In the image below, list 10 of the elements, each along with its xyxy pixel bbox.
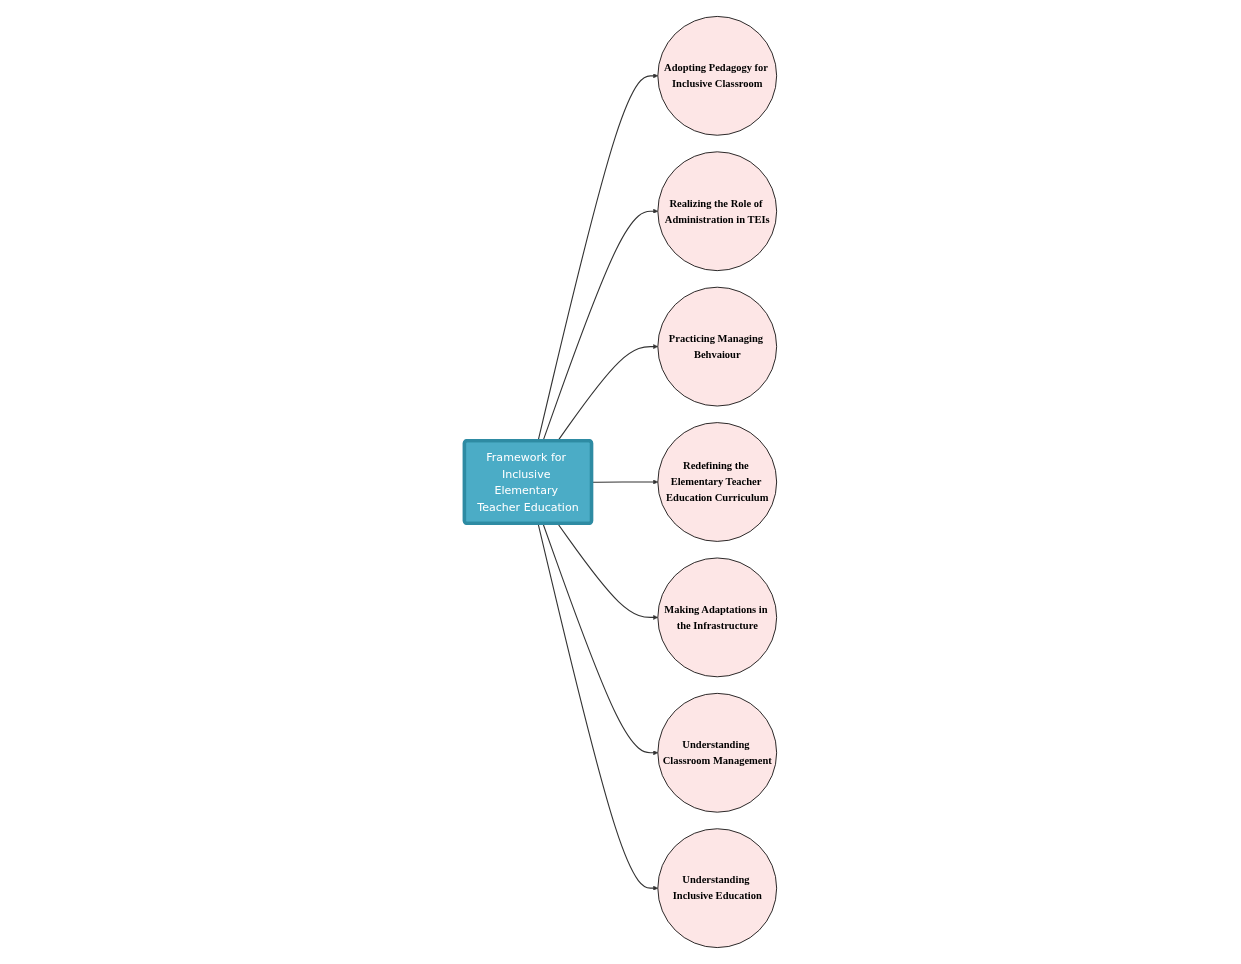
node-circle: Realizing the Role of Administration in TEIs: [657, 151, 778, 272]
node-circle: Redefining the Elementary Teacher Education Curriculum: [657, 422, 778, 542]
arrow: [537, 523, 658, 891]
node-circle: Practicing Managing Behvaiour: [657, 286, 778, 407]
node-circle: Adopting Pedagogy for Inclusive Classroom: [657, 16, 778, 136]
node-circle: Making Adaptations in the Infrastructure: [657, 557, 778, 678]
node-circle: Understanding Classroom Management: [657, 692, 778, 813]
arrow: [542, 523, 658, 756]
node-circle: Understanding Inclusive Education: [657, 828, 778, 948]
arrow: [557, 523, 658, 620]
